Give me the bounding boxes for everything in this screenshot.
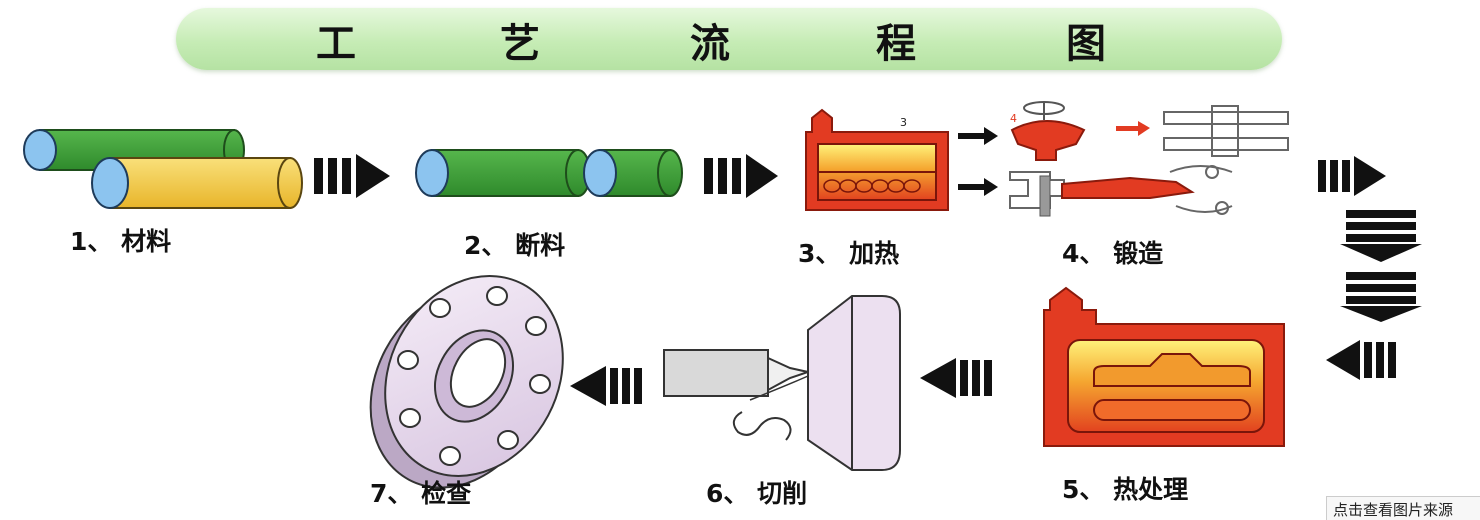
flange-part-icon bbox=[369, 275, 564, 489]
lathe-cutting-icon bbox=[663, 295, 901, 471]
forging-press-icon bbox=[1009, 101, 1289, 217]
right-arrow-icon bbox=[704, 154, 778, 198]
heating-furnace-icon bbox=[805, 108, 949, 211]
material-rods-icon bbox=[23, 129, 303, 209]
step-label-material: 1、 材料 bbox=[70, 227, 172, 256]
heat-treatment-furnace-icon bbox=[1043, 286, 1285, 447]
title-char: 程 bbox=[876, 21, 916, 67]
step-label-cutting-stock: 2、 断料 bbox=[464, 231, 566, 260]
step-label-heat-treatment: 5、 热处理 bbox=[1062, 475, 1189, 504]
furnace-mark: 3 bbox=[900, 116, 907, 129]
forge-mark: 4 bbox=[1010, 112, 1017, 125]
right-arrow-icon bbox=[1318, 156, 1386, 196]
right-arrow-icon bbox=[958, 127, 998, 196]
step-label-heating: 3、 加热 bbox=[798, 239, 900, 268]
down-arrow-icon bbox=[1340, 272, 1422, 322]
title-char: 艺 bbox=[500, 21, 540, 67]
down-arrow-icon bbox=[1340, 210, 1422, 262]
step-label-machining: 6、 切削 bbox=[706, 479, 808, 508]
title-banner bbox=[176, 8, 1282, 70]
left-arrow-icon bbox=[1326, 340, 1396, 380]
title-char: 图 bbox=[1066, 21, 1106, 67]
image-source-caption[interactable]: 点击查看图片来源 bbox=[1326, 496, 1480, 520]
title-char: 工 bbox=[316, 21, 356, 67]
cut-rods-icon bbox=[415, 149, 683, 197]
right-arrow-icon bbox=[314, 154, 390, 198]
title-char: 流 bbox=[690, 21, 730, 67]
left-arrow-icon bbox=[570, 366, 642, 406]
step-label-forging: 4、 锻造 bbox=[1062, 239, 1164, 268]
left-arrow-icon bbox=[920, 358, 992, 398]
step-label-inspection: 7、 检查 bbox=[370, 479, 472, 508]
